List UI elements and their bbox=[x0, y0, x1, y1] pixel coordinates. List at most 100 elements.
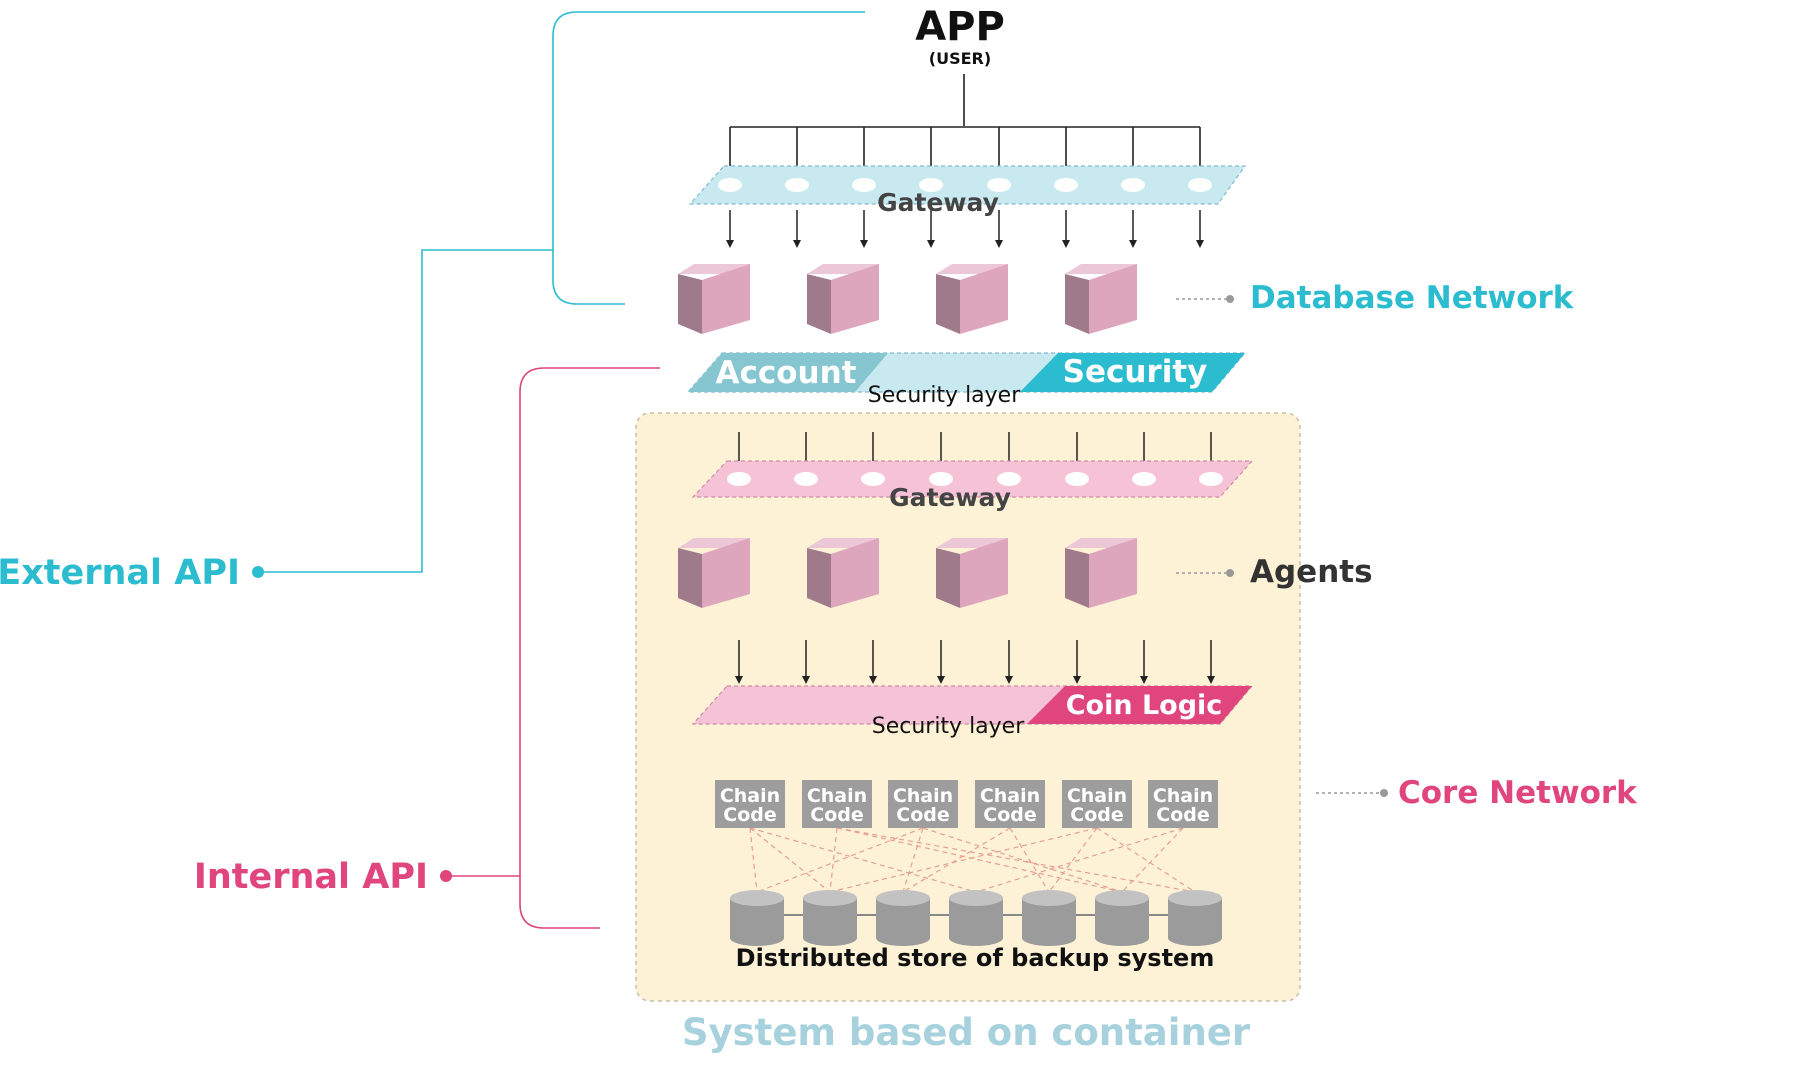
database-node-4 bbox=[1065, 264, 1137, 334]
backup-store-2 bbox=[803, 890, 857, 946]
chaincode-db-link-2 bbox=[749, 827, 831, 893]
security-label: Security bbox=[1063, 354, 1208, 390]
chaincode-db-link-6 bbox=[836, 827, 1196, 893]
cube-side bbox=[678, 274, 702, 334]
external-gateway-port-8 bbox=[1188, 178, 1212, 192]
chaincode-db-link-7 bbox=[902, 827, 924, 893]
chaincode-line1: Chain bbox=[980, 785, 1040, 807]
chaincode-db-link-13 bbox=[829, 827, 1098, 893]
core-gateway-port-5 bbox=[997, 472, 1021, 486]
db-body bbox=[803, 898, 857, 946]
chaincode-db-link-4 bbox=[829, 827, 838, 893]
cube-side bbox=[1065, 274, 1089, 334]
cube-side bbox=[1065, 548, 1089, 608]
core-network-dot bbox=[1380, 789, 1388, 797]
core-gateway-ports bbox=[727, 472, 1223, 486]
app-title: APP bbox=[915, 4, 1005, 50]
database-network-dot bbox=[1226, 295, 1234, 303]
account-label: Account bbox=[716, 355, 857, 391]
core-gateway-port-1 bbox=[727, 472, 751, 486]
external-gateway-ports bbox=[718, 178, 1212, 192]
db-top bbox=[803, 890, 857, 906]
external-security-layer-label: Security layer bbox=[868, 383, 1021, 408]
core-gateway-label: Gateway bbox=[889, 483, 1011, 512]
external-gateway-port-4 bbox=[919, 178, 943, 192]
db-body bbox=[949, 898, 1003, 946]
db-top bbox=[730, 890, 784, 906]
cube-front bbox=[702, 538, 750, 608]
db-body bbox=[1095, 898, 1149, 946]
external-gateway-label: Gateway bbox=[877, 188, 999, 217]
cube-front bbox=[1089, 538, 1137, 608]
cube-side bbox=[807, 274, 831, 334]
external-api-dot bbox=[252, 566, 264, 578]
chaincode-db-links bbox=[749, 827, 1196, 893]
cube-side bbox=[936, 274, 960, 334]
external-api-label: External API bbox=[0, 553, 240, 593]
container-caption: System based on container bbox=[682, 1011, 1251, 1054]
agents-dot bbox=[1226, 569, 1234, 577]
db-top bbox=[1168, 890, 1222, 906]
chaincode-line2: Code bbox=[723, 804, 776, 826]
database-network-label: Database Network bbox=[1250, 280, 1575, 316]
chaincode-db-link-14 bbox=[1121, 827, 1184, 893]
internal-api-bracket bbox=[450, 367, 660, 929]
chaincode-db-link-11 bbox=[1048, 827, 1098, 893]
external-gateway-port-6 bbox=[1054, 178, 1078, 192]
external-gateway-port-3 bbox=[852, 178, 876, 192]
chaincode-db-link-16 bbox=[922, 827, 1123, 893]
backup-store-3 bbox=[876, 890, 930, 946]
cube-side bbox=[936, 548, 960, 608]
chaincode-db-link-9 bbox=[902, 827, 1011, 893]
chaincode-box bbox=[888, 780, 958, 828]
chaincode-line2: Code bbox=[983, 804, 1036, 826]
db-body bbox=[1022, 898, 1076, 946]
chaincode-db-link-15 bbox=[975, 827, 1184, 893]
backup-store-row bbox=[730, 890, 1222, 946]
chaincode-box bbox=[802, 780, 872, 828]
db-top bbox=[876, 890, 930, 906]
agent-nodes bbox=[678, 538, 1137, 608]
agent-arrows bbox=[735, 640, 1215, 684]
chaincode-line2: Code bbox=[1070, 804, 1123, 826]
agent-node-4 bbox=[1065, 538, 1137, 608]
core-gateway-port-7 bbox=[1132, 472, 1156, 486]
backup-store-5 bbox=[1022, 890, 1076, 946]
core-gateway-port-6 bbox=[1065, 472, 1089, 486]
database-node-2 bbox=[807, 264, 879, 334]
chaincode-line2: Code bbox=[810, 804, 863, 826]
chaincode-db-link-12 bbox=[1096, 827, 1196, 893]
core-gateway-port-3 bbox=[861, 472, 885, 486]
agents-label: Agents bbox=[1250, 554, 1373, 590]
db-body bbox=[1168, 898, 1222, 946]
chaincode-line1: Chain bbox=[1153, 785, 1213, 807]
cube-front bbox=[831, 264, 879, 334]
cube-front bbox=[831, 538, 879, 608]
agent-node-2 bbox=[807, 538, 879, 608]
core-gateway-port-8 bbox=[1199, 472, 1223, 486]
core-gateway-bar bbox=[691, 460, 1254, 498]
cube-side bbox=[807, 548, 831, 608]
cube-front bbox=[960, 264, 1008, 334]
db-top bbox=[1095, 890, 1149, 906]
backup-store-4 bbox=[949, 890, 1003, 946]
internal-api-dot bbox=[440, 870, 452, 882]
cube-side bbox=[678, 548, 702, 608]
account-block bbox=[688, 353, 888, 392]
chaincode-line2: Code bbox=[1156, 804, 1209, 826]
agent-node-3 bbox=[936, 538, 1008, 608]
coin-logic-block bbox=[1027, 686, 1252, 724]
app-subtitle: (USER) bbox=[929, 49, 991, 68]
chaincode-line1: Chain bbox=[893, 785, 953, 807]
database-node-3 bbox=[936, 264, 1008, 334]
chaincode-line1: Chain bbox=[807, 785, 867, 807]
chaincode-box bbox=[975, 780, 1045, 828]
chaincode-box bbox=[1062, 780, 1132, 828]
chaincode-line2: Code bbox=[896, 804, 949, 826]
chaincode-db-link-3 bbox=[749, 827, 977, 893]
